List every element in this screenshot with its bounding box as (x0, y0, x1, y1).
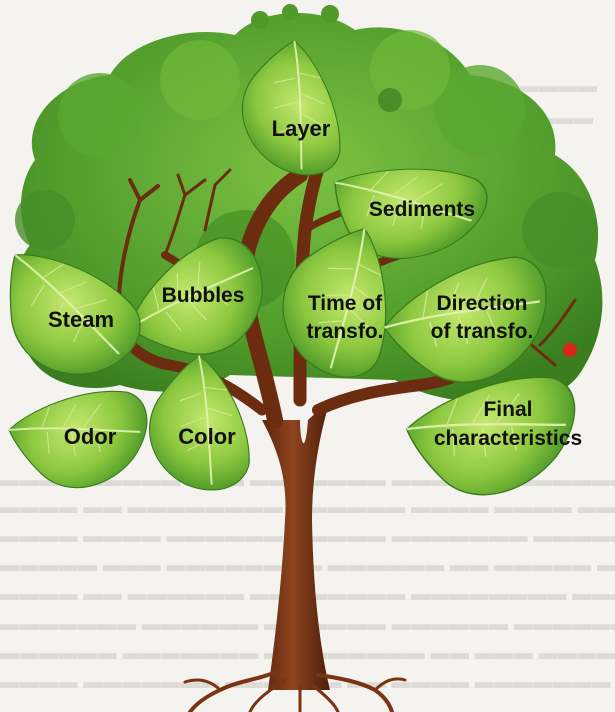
label-steam: Steam (48, 307, 114, 332)
label-layer: Layer (272, 116, 331, 141)
label-sediments: Sediments (369, 198, 475, 221)
label-color: Color (178, 424, 236, 449)
label-characteristics: characteristics (434, 427, 582, 450)
label-time-of-transfo: transfo. (306, 320, 383, 343)
label-direction: Direction (436, 292, 527, 315)
fruit (563, 343, 577, 357)
label-time-of: Time of (308, 292, 383, 315)
label-final: Final (483, 398, 532, 421)
label-bubbles: Bubbles (162, 284, 245, 307)
label-of-transfo: of transfo. (431, 320, 534, 343)
label-odor: Odor (64, 424, 117, 449)
